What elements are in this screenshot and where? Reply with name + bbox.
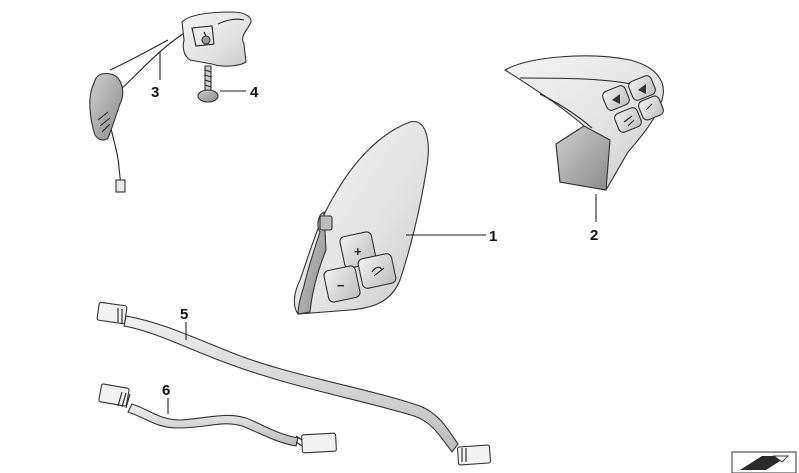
part-1-shell	[293, 121, 429, 315]
corner-logo-shape	[740, 456, 788, 470]
part-1-button-minus	[323, 265, 361, 303]
part-6-connector-right-pins	[295, 435, 303, 447]
part-5-connector-left	[96, 301, 128, 325]
part-5-ribbon	[123, 315, 459, 453]
part-3-bracket	[181, 11, 252, 67]
callout-1: 1	[489, 228, 497, 245]
part-3-grip-slots	[97, 111, 111, 133]
part-3-wire	[108, 31, 187, 187]
part-2-button-down	[614, 107, 642, 133]
part-6-connector-left	[98, 383, 130, 407]
callout-6: 6	[162, 382, 170, 399]
part-1-plus-symbol: +	[354, 244, 362, 259]
callout-2: 2	[590, 227, 598, 244]
part-5-connector-left-pins	[117, 308, 123, 323]
part-1-tab	[319, 215, 333, 231]
part-1-button-voice	[357, 253, 397, 289]
part-5-connector-right-pins	[461, 448, 467, 462]
part-4-screw-head	[197, 89, 219, 103]
part-1-voice-icon	[371, 266, 385, 277]
part-3-plug	[115, 179, 126, 193]
part-6-ribbon-cable: 6	[98, 382, 337, 454]
part-2-lower-face	[555, 125, 611, 191]
corner-logo	[731, 451, 797, 473]
part-6-ribbon	[127, 403, 299, 447]
part-3-grip	[89, 72, 124, 141]
callout-4: 4	[250, 84, 259, 101]
part-4-screw: 4	[197, 65, 259, 103]
part-3-switch-harness: 3	[89, 11, 252, 193]
part-2-phone-icon	[623, 103, 653, 127]
part-6-connector-right	[301, 432, 337, 454]
part-4-screw-thread	[204, 69, 212, 88]
part-5-ribbon-cable: 5	[96, 301, 492, 466]
part-1-minus-symbol: −	[337, 278, 345, 293]
corner-logo-tip	[772, 455, 790, 463]
part-6-connector-left-pins	[117, 391, 131, 409]
part-3-screw-hole	[201, 35, 211, 45]
part-2-switch-cover: 2	[503, 55, 664, 244]
part-3-wire-loop	[109, 39, 169, 71]
callout-5: 5	[180, 306, 188, 323]
part-2-button-voice	[638, 95, 664, 121]
part-1-side-face	[297, 211, 327, 315]
callout-3: 3	[151, 84, 159, 101]
part-1-multifunction-switch: + − 1	[293, 121, 497, 315]
